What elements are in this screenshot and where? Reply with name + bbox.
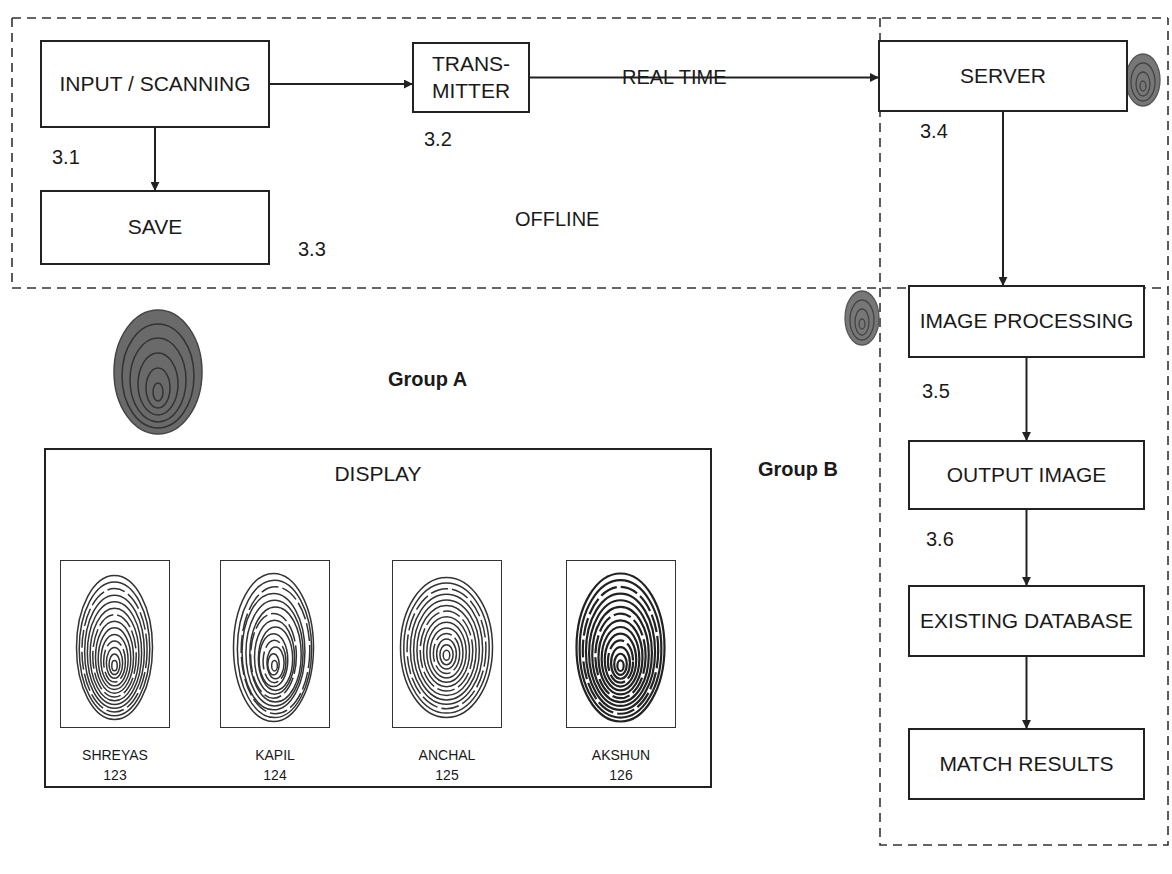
node-text: SERVER: [960, 63, 1046, 89]
node-text: IMAGE PROCESSING: [920, 308, 1134, 334]
node-text: MATCH RESULTS: [939, 751, 1113, 777]
flow-arrow: [1026, 510, 1028, 585]
process-box: TRANS- MITTER: [412, 42, 530, 113]
callout-number: 3.6: [926, 528, 954, 551]
person-id: 124: [220, 766, 330, 786]
fingerprint-card: AKSHUN126: [566, 560, 676, 775]
fingerprint-frame: [60, 560, 170, 728]
group-label: Group B: [758, 458, 838, 481]
flow-arrow: [1026, 657, 1028, 728]
process-box: INPUT / SCANNING: [40, 40, 270, 128]
edge-note: REAL TIME: [622, 66, 726, 89]
database-box: EXISTING DATABASE: [908, 585, 1145, 657]
process-box: SAVE: [40, 190, 270, 265]
person-id: 123: [60, 766, 170, 786]
callout-number: 3.3: [298, 238, 326, 261]
group-a-border: [12, 18, 1168, 288]
person-name: SHREYAS: [60, 746, 170, 766]
fingerprint-frame: [566, 560, 676, 728]
callout-number: 3.5: [922, 380, 950, 403]
flow-arrow: [1002, 112, 1004, 285]
fingerprint-card: ANCHAL125: [392, 560, 502, 775]
node-text: TRANS- MITTER: [422, 51, 520, 104]
group-a-border: [12, 17, 1168, 19]
process-box: MATCH RESULTS: [908, 728, 1145, 800]
person-name: AKSHUN: [566, 746, 676, 766]
fingerprint-frame: [392, 560, 502, 728]
fingerprint-card: SHREYAS123: [60, 560, 170, 775]
person-name: KAPIL: [220, 746, 330, 766]
flow-arrow: [270, 83, 412, 85]
fingerprint-icon: [1126, 54, 1160, 106]
node-text: OUTPUT IMAGE: [947, 462, 1106, 488]
flow-arrow: [1026, 358, 1028, 440]
callout-number: 3.4: [920, 120, 948, 143]
fingerprint-image: [567, 561, 674, 726]
mode-label: OFFLINE: [515, 208, 599, 231]
fingerprint-card: KAPIL124: [220, 560, 330, 775]
display-panel: DISPLAYSHREYAS123KAPIL124ANCHAL125AKSHUN…: [44, 448, 712, 788]
node-text: DISPLAY: [46, 462, 710, 486]
fingerprint-frame: [220, 560, 330, 728]
process-box: IMAGE PROCESSING: [908, 285, 1145, 358]
process-box: SERVER: [878, 40, 1128, 112]
callout-number: 3.2: [424, 128, 452, 151]
node-text: EXISTING DATABASE: [920, 608, 1133, 634]
node-text: INPUT / SCANNING: [60, 71, 251, 97]
callout-number: 3.1: [52, 146, 80, 169]
person-id: 126: [566, 766, 676, 786]
node-text: SAVE: [128, 214, 182, 240]
process-box: OUTPUT IMAGE: [908, 440, 1145, 510]
fingerprint-image: [61, 561, 168, 726]
person-name: ANCHAL: [392, 746, 502, 766]
group-label: Group A: [388, 368, 467, 391]
fingerprint-image: [221, 561, 328, 726]
fingerprint-image: [393, 561, 500, 726]
fingerprint-icon: [845, 291, 879, 345]
flow-arrow: [154, 128, 156, 190]
group-b-border: [880, 18, 1168, 845]
person-id: 125: [392, 766, 502, 786]
fingerprint-icon: [114, 310, 202, 434]
